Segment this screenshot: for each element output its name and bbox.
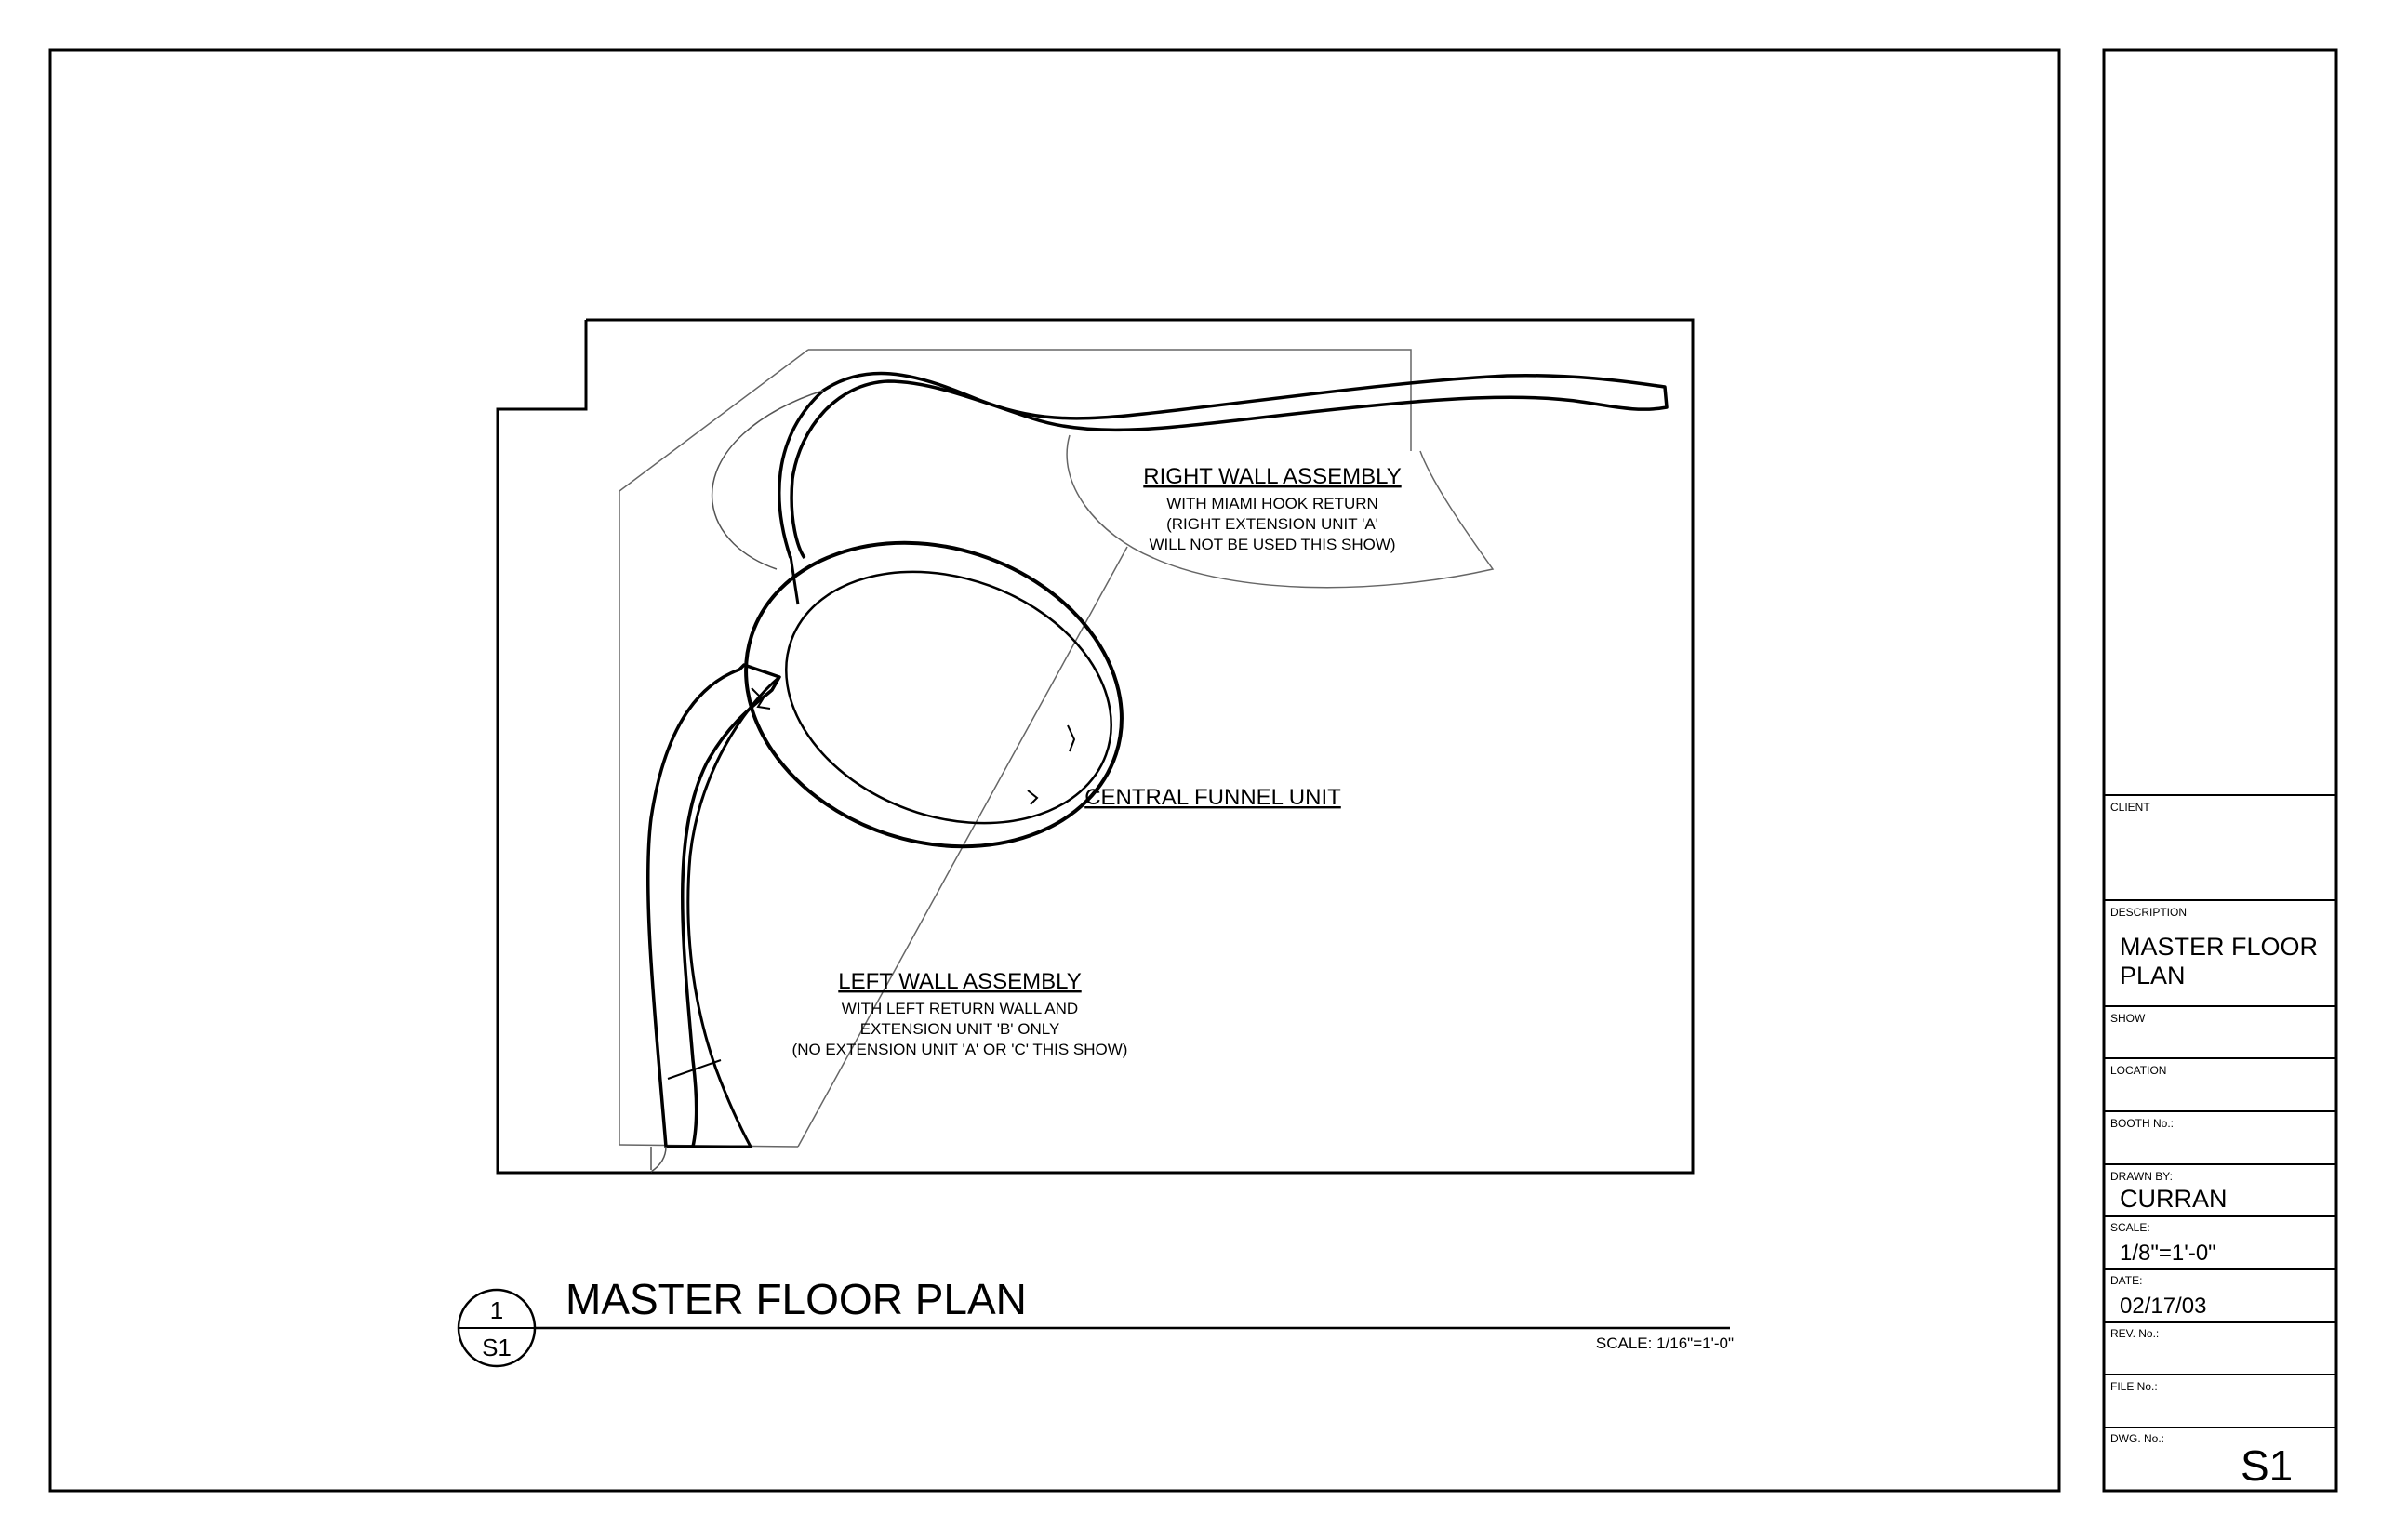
right-wall-title: RIGHT WALL ASSEMBLY — [1143, 464, 1401, 489]
detail-number: 1 — [490, 1296, 503, 1324]
show-caption: SHOW — [2110, 1012, 2146, 1025]
detail-sheet: S1 — [482, 1334, 512, 1361]
right-wall-line-1: WITH MIAMI HOOK RETURN — [1166, 495, 1378, 512]
date-value: 02/17/03 — [2120, 1294, 2206, 1319]
booth-caption: BOOTH No.: — [2110, 1117, 2174, 1130]
left-wall-line-2: EXTENSION UNIT 'B' ONLY — [860, 1020, 1060, 1038]
right-wall-line-3: WILL NOT BE USED THIS SHOW) — [1149, 536, 1395, 553]
right-wall-line-2: (RIGHT EXTENSION UNIT 'A' — [1166, 515, 1378, 533]
left-wall-foot-detail — [650, 1146, 667, 1173]
left-wall-line-1: WITH LEFT RETURN WALL AND — [842, 1000, 1078, 1017]
left-wall-line-3: (NO EXTENSION UNIT 'A' OR 'C' THIS SHOW) — [792, 1041, 1128, 1058]
left-wall-assembly-shape — [645, 663, 781, 1148]
right-wall-label: RIGHT WALL ASSEMBLY WITH MIAMI HOOK RETU… — [1143, 464, 1401, 553]
dwg-caption: DWG. No.: — [2110, 1432, 2164, 1445]
drawing-border — [48, 48, 2061, 1493]
funnel-tab-right — [1067, 724, 1076, 752]
funnel-inner-ring — [785, 570, 1112, 825]
left-wall-label: LEFT WALL ASSEMBLY WITH LEFT RETURN WALL… — [792, 969, 1128, 1058]
drawn-by-caption: DRAWN BY: — [2110, 1170, 2173, 1183]
funnel-tab-bottom — [1027, 790, 1039, 805]
right-wall-footprint — [1066, 434, 1495, 589]
central-funnel-title: CENTRAL FUNNEL UNIT — [1084, 785, 1341, 810]
booth-outline — [496, 318, 1695, 1175]
scale-value: 1/8"=1'-0" — [2120, 1241, 2216, 1266]
funnel-outer-ring — [744, 540, 1124, 849]
right-wall-assembly-shape — [778, 371, 1669, 560]
right-wall-joint-line — [789, 555, 800, 605]
date-caption: DATE: — [2110, 1274, 2142, 1287]
location-caption: LOCATION — [2110, 1064, 2166, 1077]
title-block: CLIENT DESCRIPTION MASTER FLOOR PLAN SHO… — [2110, 801, 2318, 1490]
scale-note: SCALE: 1/16"=1'-0" — [1596, 1334, 1734, 1352]
dwg-value: S1 — [2241, 1441, 2293, 1490]
left-wall-joint — [667, 1059, 722, 1080]
file-caption: FILE No.: — [2110, 1380, 2158, 1393]
construction-diagonal-left — [619, 349, 809, 1145]
description-caption: DESCRIPTION — [2110, 906, 2187, 919]
drawn-by-value: CURRAN — [2120, 1185, 2228, 1213]
left-wall-title: LEFT WALL ASSEMBLY — [838, 969, 1081, 994]
scale-caption: SCALE: — [2110, 1221, 2150, 1234]
left-wall-return-joint — [751, 687, 771, 710]
title-block-dividers — [2104, 794, 2336, 1428]
description-value-line2: PLAN — [2120, 962, 2186, 989]
construction-outline — [808, 349, 1412, 451]
detail-callout: 1 S1 — [457, 1288, 537, 1368]
rev-caption: REV. No.: — [2110, 1327, 2159, 1340]
central-funnel-label: CENTRAL FUNNEL UNIT — [1084, 785, 1341, 810]
title-block-frame — [2102, 48, 2338, 1493]
client-caption: CLIENT — [2110, 801, 2150, 814]
left-wall-inner-curve — [686, 675, 780, 1148]
right-wall-thin-curve — [711, 390, 824, 570]
description-value-line1: MASTER FLOOR — [2120, 933, 2318, 961]
drawing-title: MASTER FLOOR PLAN — [565, 1275, 1027, 1323]
